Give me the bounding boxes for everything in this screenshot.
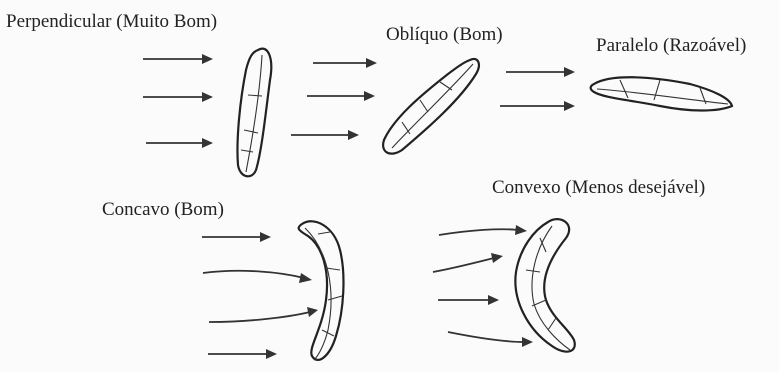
- flow-arrow: [439, 225, 527, 235]
- oblique-label: Oblíquo (Bom): [386, 25, 503, 44]
- oblique-blade: [383, 59, 479, 154]
- flow-arrow: [307, 91, 375, 101]
- parallel-label: Paralelo (Razoável): [596, 36, 746, 55]
- flow-arrow: [203, 271, 312, 283]
- concave-label: Concavo (Bom): [102, 200, 224, 219]
- oblique-flow-arrows: [291, 58, 377, 140]
- flow-arrow: [500, 101, 575, 111]
- flow-arrow: [448, 332, 533, 347]
- concave-blade: [299, 221, 344, 360]
- flow-arrow: [209, 307, 318, 322]
- flow-arrow: [202, 232, 271, 242]
- perpendicular-blade: [237, 49, 271, 177]
- perpendicular-label: Perpendicular (Muito Bom): [6, 12, 217, 31]
- parallel-flow-arrows: [500, 67, 575, 111]
- flow-arrow: [146, 138, 213, 148]
- flow-arrow: [208, 349, 277, 359]
- convex-label: Convexo (Menos desejável): [492, 178, 705, 197]
- flow-arrow: [438, 295, 499, 305]
- flow-arrow: [291, 130, 359, 140]
- convex-blade: [515, 219, 574, 352]
- flow-arrow: [433, 253, 503, 272]
- parallel-blade: [591, 77, 732, 110]
- flow-arrow: [143, 92, 213, 102]
- perpendicular-flow-arrows: [143, 54, 213, 148]
- flow-arrow: [313, 58, 377, 68]
- concave-flow-arrows: [202, 232, 318, 359]
- flow-arrow: [143, 54, 213, 64]
- convex-flow-arrows: [433, 225, 533, 347]
- flow-arrow: [506, 67, 575, 77]
